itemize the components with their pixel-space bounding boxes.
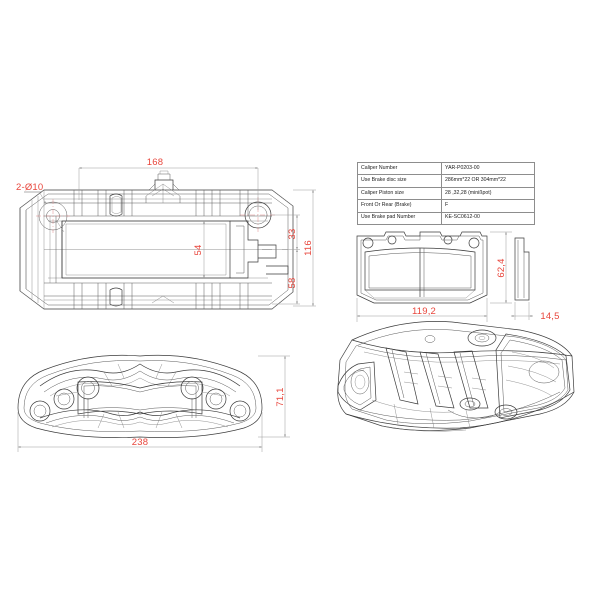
bolt-holes-right	[180, 376, 251, 422]
dim-168: 168	[147, 157, 163, 168]
dim-119-2: 119,2	[412, 306, 436, 317]
spec-label-pad-number: Use Brake pad Number	[357, 211, 442, 225]
brake-pad-view: 119,2 62,4 14,5	[356, 231, 559, 322]
dim-2-dia-10: 2-Ø10	[16, 182, 44, 193]
table-row: Front Or Rear (Brake) F	[357, 199, 535, 213]
caliper-top-view: 168 54 33 58 116	[19, 157, 316, 310]
table-row: Use Brake pad Number KE-SC0612-00	[357, 211, 535, 225]
dim-116: 116	[303, 240, 314, 256]
dim-238: 238	[132, 437, 148, 448]
table-row: Caliper Number YAR-P0203-00	[357, 161, 535, 176]
dim-62-4: 62,4	[496, 258, 507, 277]
table-row: Caliper Piston size 28 ,32,28 (minißpot)	[357, 186, 535, 201]
dim-14-5: 14,5	[540, 311, 559, 322]
dim-33: 33	[287, 229, 298, 240]
spec-label-front-or-rear: Front Or Rear (Brake)	[357, 199, 442, 213]
dim-71-1: 71,1	[275, 387, 286, 406]
spec-value-disc-size: 286mm*22 OR 304mm*22	[441, 174, 535, 188]
spec-value-pad-number: KE-SC0612-00	[441, 211, 535, 225]
spec-value-piston-size: 28 ,32,28 (minißpot)	[441, 186, 535, 201]
spec-label-piston-size: Caliper Piston size	[357, 186, 442, 201]
spec-label-disc-size: Use Brake disc size	[357, 174, 442, 188]
spec-label-caliper-number: Caliper Number	[357, 161, 442, 176]
caliper-front-view: 238 71,1	[17, 354, 290, 452]
dim-54: 54	[193, 245, 204, 256]
table-row: Use Brake disc size 286mm*22 OR 304mm*22	[357, 174, 535, 188]
caliper-isometric-view	[337, 321, 575, 432]
dim-58: 58	[287, 278, 298, 289]
spec-table-body: Caliper Number YAR-P0203-00 Use Brake di…	[357, 161, 535, 225]
caliper-spec-table: Caliper Number YAR-P0203-00 Use Brake di…	[357, 161, 535, 225]
spec-value-front-or-rear: F	[441, 199, 535, 213]
spec-value-caliper-number: YAR-P0203-00	[441, 161, 535, 176]
